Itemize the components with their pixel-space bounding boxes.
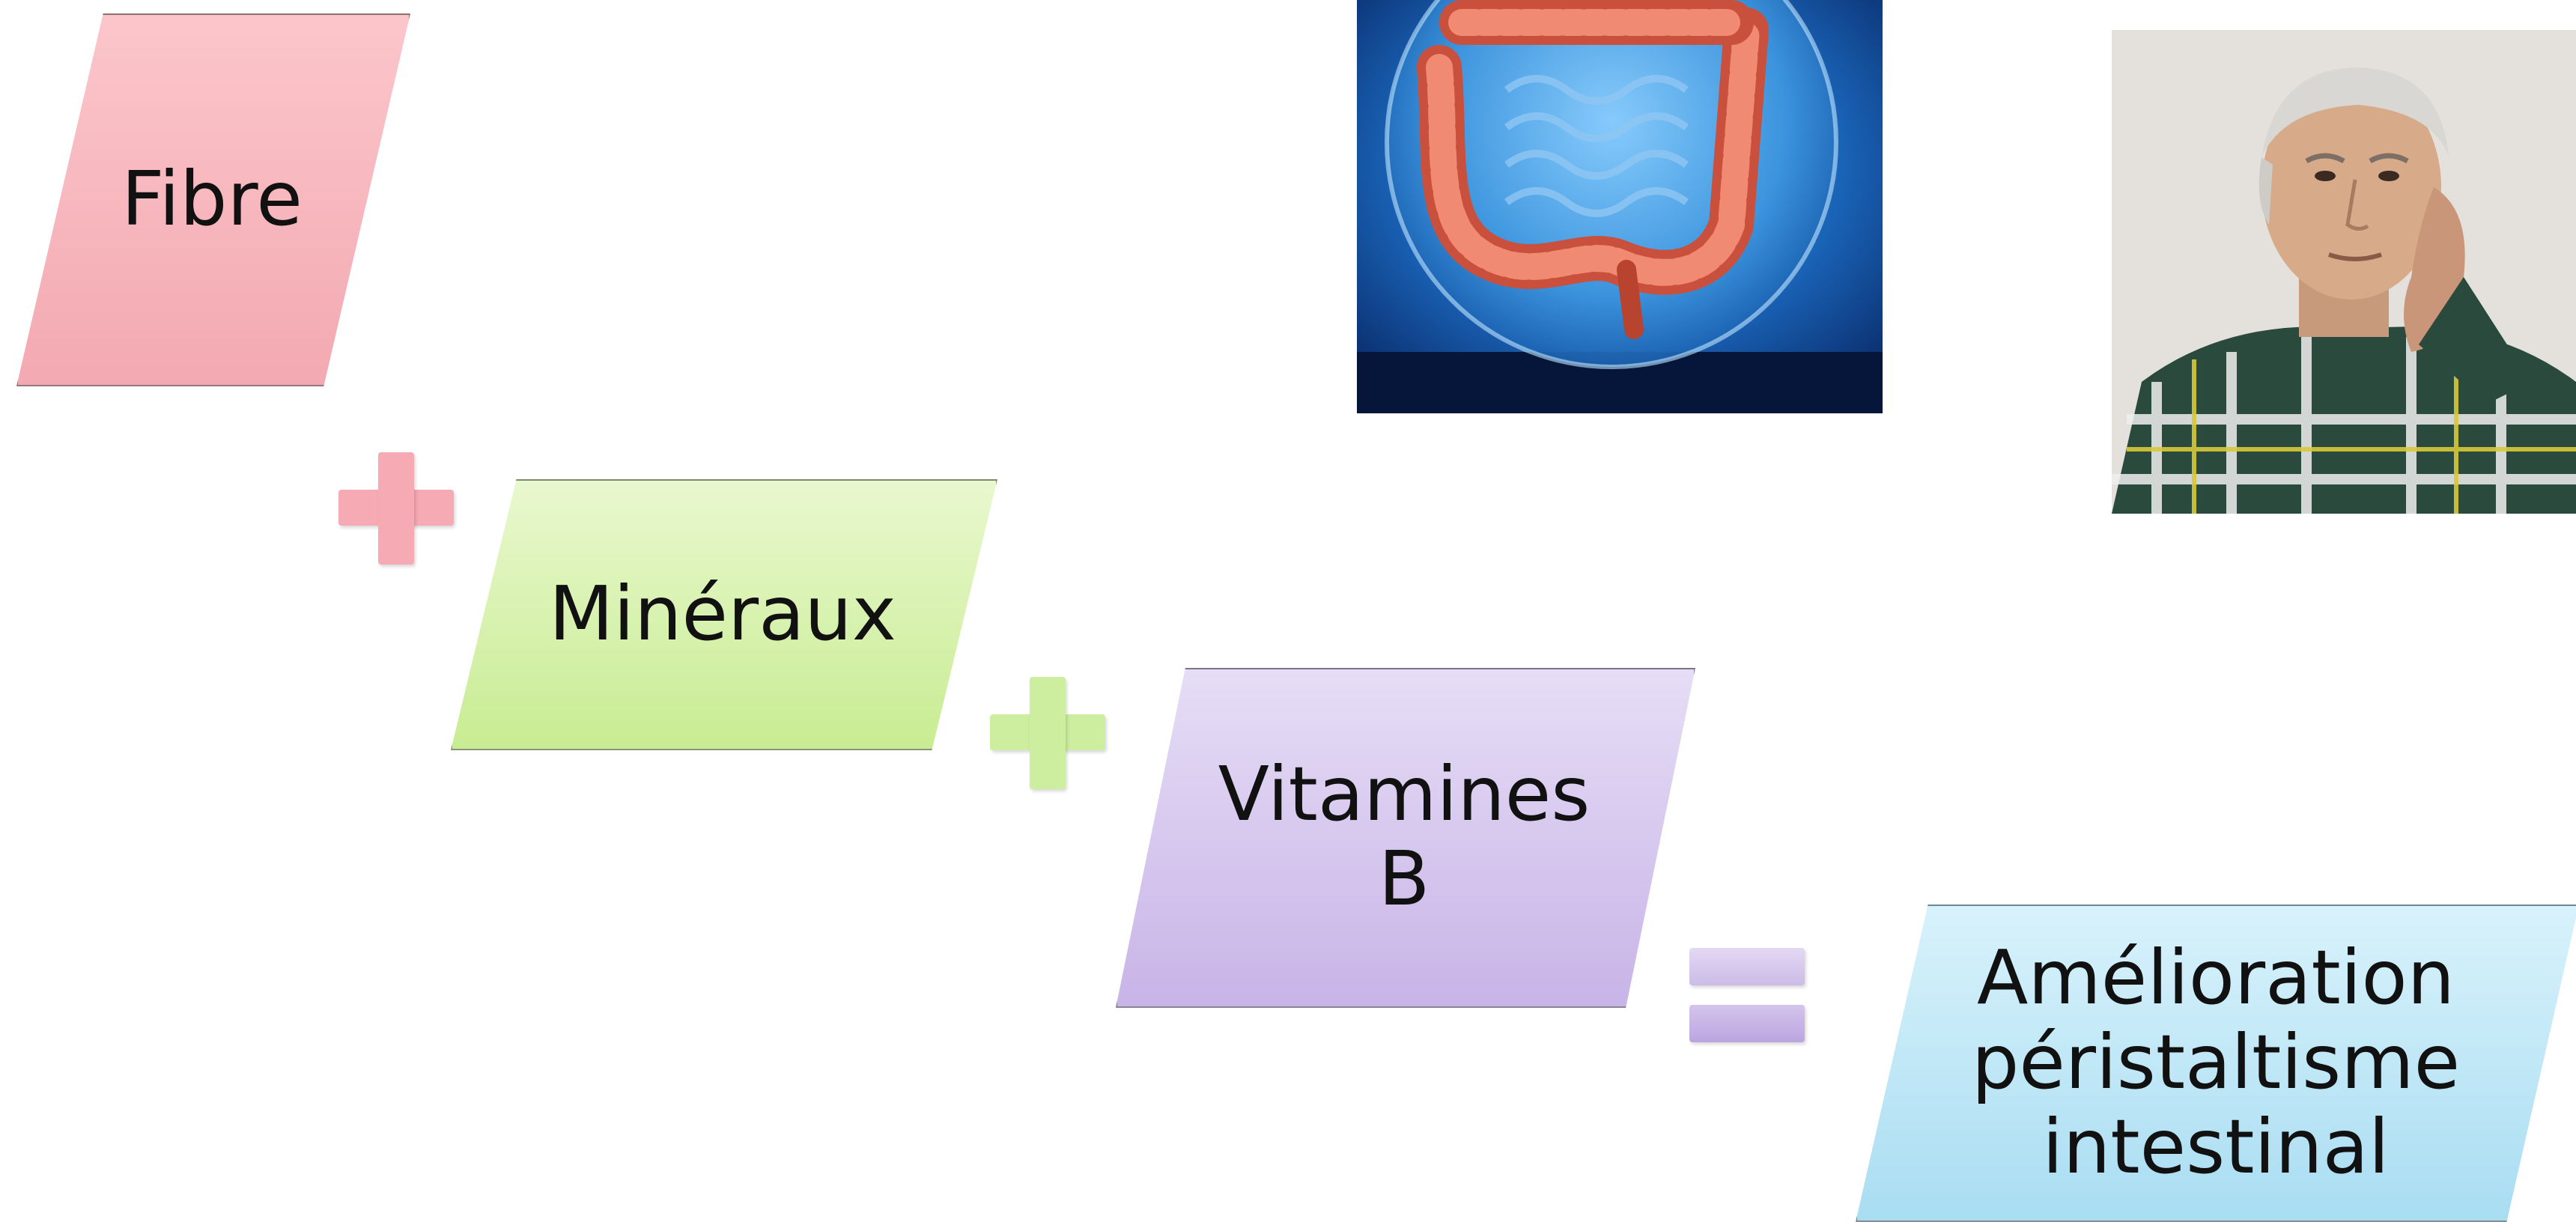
box-mineraux: Minéraux xyxy=(451,479,994,747)
plus-operator-1 xyxy=(338,452,454,565)
elderly-man-icon xyxy=(2112,30,2576,514)
box-vitamines-label: Vitamines B xyxy=(1218,752,1591,921)
box-vitamines: Vitamines B xyxy=(1116,668,1692,1005)
equals-operator xyxy=(1689,948,1805,1044)
plus-operator-2-vertical xyxy=(1030,677,1066,789)
box-amelioration-label: Amélioration péristaltisme intestinal xyxy=(1972,935,2460,1189)
intestine-illustration xyxy=(1357,0,1883,413)
box-fibre: Fibre xyxy=(16,13,407,383)
box-fibre-label: Fibre xyxy=(121,156,303,241)
equals-operator-bottom-bar xyxy=(1689,1005,1805,1042)
elderly-man-photo xyxy=(2112,30,2576,514)
intestine-icon xyxy=(1357,0,1883,413)
box-mineraux-label: Minéraux xyxy=(549,571,896,656)
plus-operator-2 xyxy=(990,677,1105,789)
equals-operator-top-bar xyxy=(1689,948,1805,985)
plus-operator-1-vertical xyxy=(378,452,414,565)
box-amelioration: Amélioration péristaltisme intestinal xyxy=(1856,905,2576,1219)
